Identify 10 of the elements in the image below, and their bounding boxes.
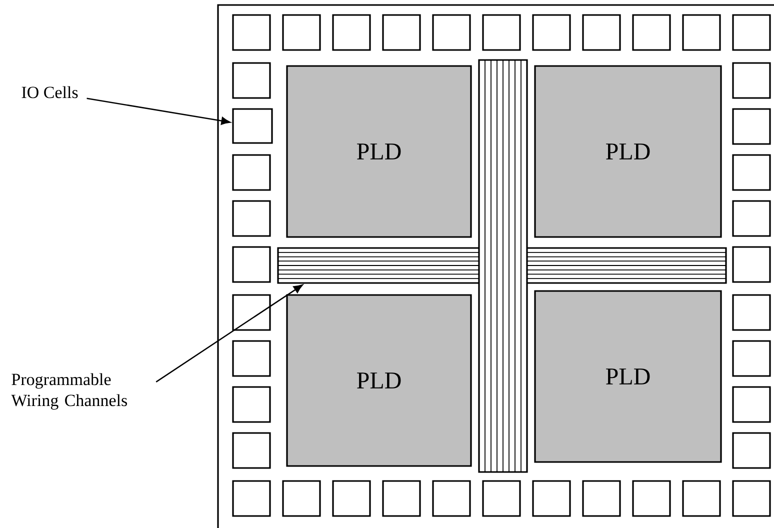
pld-block: PLD [286, 294, 472, 467]
pld-block: PLD [534, 65, 722, 238]
leader-arrow [86, 98, 230, 125]
callout-label: Programmable Wiring Channels [11, 373, 127, 410]
pld-block: PLD [534, 290, 722, 463]
callout-label: IO Cells [22, 86, 78, 98]
io-cell [232, 108, 273, 144]
wiring-channel [277, 247, 727, 284]
leader-arrow [156, 284, 303, 382]
pld-block: PLD [286, 65, 472, 238]
